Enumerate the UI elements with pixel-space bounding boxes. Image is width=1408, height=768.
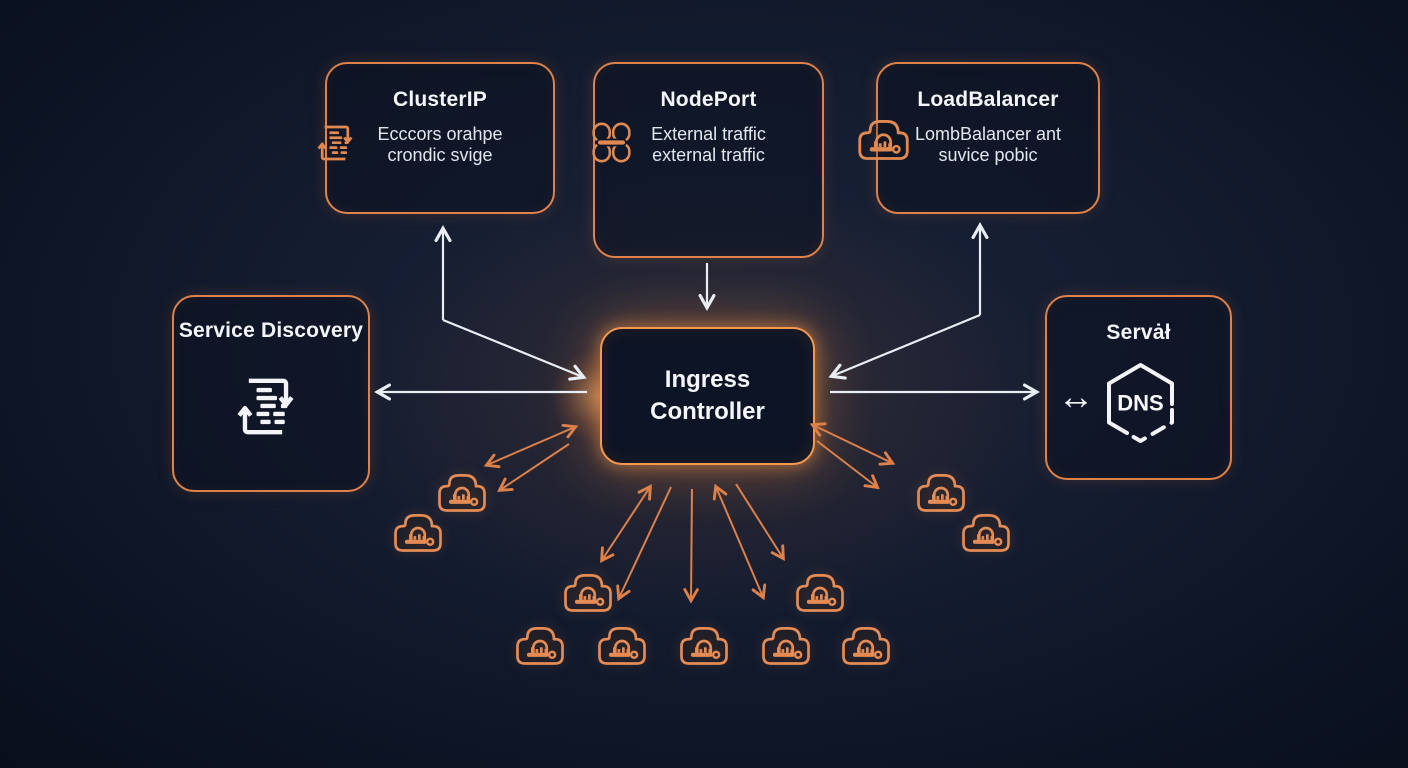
hexagon-dns-icon: DNS	[1107, 363, 1174, 443]
port-clover-icon	[586, 117, 637, 168]
pod-icon	[839, 623, 893, 668]
cloud-pod-icon	[855, 115, 912, 164]
nodeport-title: NodePort	[660, 88, 757, 111]
bidirectional-arrow-icon: ↔	[1057, 376, 1095, 417]
clusterip-subtitle-line1: Ecccors orahpe	[377, 124, 503, 144]
pod-icon	[595, 623, 649, 668]
ingress-title-line1: Ingress	[664, 365, 751, 393]
document-sync-icon	[227, 368, 304, 445]
service-discovery-title: Service Discovery	[178, 319, 364, 342]
node-nodeport: NodePort External traffic external traff…	[593, 62, 824, 258]
loadbalancer-title: LoadBalancer	[917, 88, 1059, 111]
arrow-ingress-clusterip	[434, 225, 587, 381]
node-ingress-controller: Ingress Controller	[600, 327, 815, 465]
arrow-ingress-pods-left	[483, 423, 579, 492]
node-clusterip: ClusterIP Ecccors orahpe crondic svige	[325, 62, 555, 214]
pod-icon	[561, 570, 615, 615]
node-service-discovery: Service Discovery	[172, 295, 370, 492]
pod-icon	[914, 470, 968, 515]
pod-icon	[677, 623, 731, 668]
pod-icon	[793, 570, 847, 615]
dns-server-title: Servȧł	[1106, 321, 1171, 344]
document-sync-icon	[311, 119, 359, 167]
node-dns-server: Servȧł	[1045, 295, 1232, 480]
clusterip-title: ClusterIP	[393, 88, 487, 111]
arrow-ingress-pods-center	[600, 483, 785, 604]
dns-label: DNS	[1117, 391, 1163, 416]
loadbalancer-subtitle-line1: LombBalancer ant	[914, 124, 1062, 144]
pod-icon	[391, 510, 445, 555]
arrow-ingress-pods-right	[809, 422, 896, 490]
pod-icon	[759, 623, 813, 668]
arrow-ingress-loadbalancer	[828, 222, 989, 380]
ingress-title-line2: Controller	[650, 398, 765, 425]
nodeport-subtitle-line1: External traffic	[651, 124, 766, 144]
pod-icon	[435, 470, 489, 515]
loadbalancer-subtitle-line2: suvice pobic	[938, 145, 1038, 166]
pod-icon	[513, 623, 567, 668]
clusterip-subtitle-line2: crondic svige	[387, 145, 493, 166]
nodeport-subtitle-line2: external traffic	[652, 145, 765, 166]
pod-icon	[959, 510, 1013, 555]
